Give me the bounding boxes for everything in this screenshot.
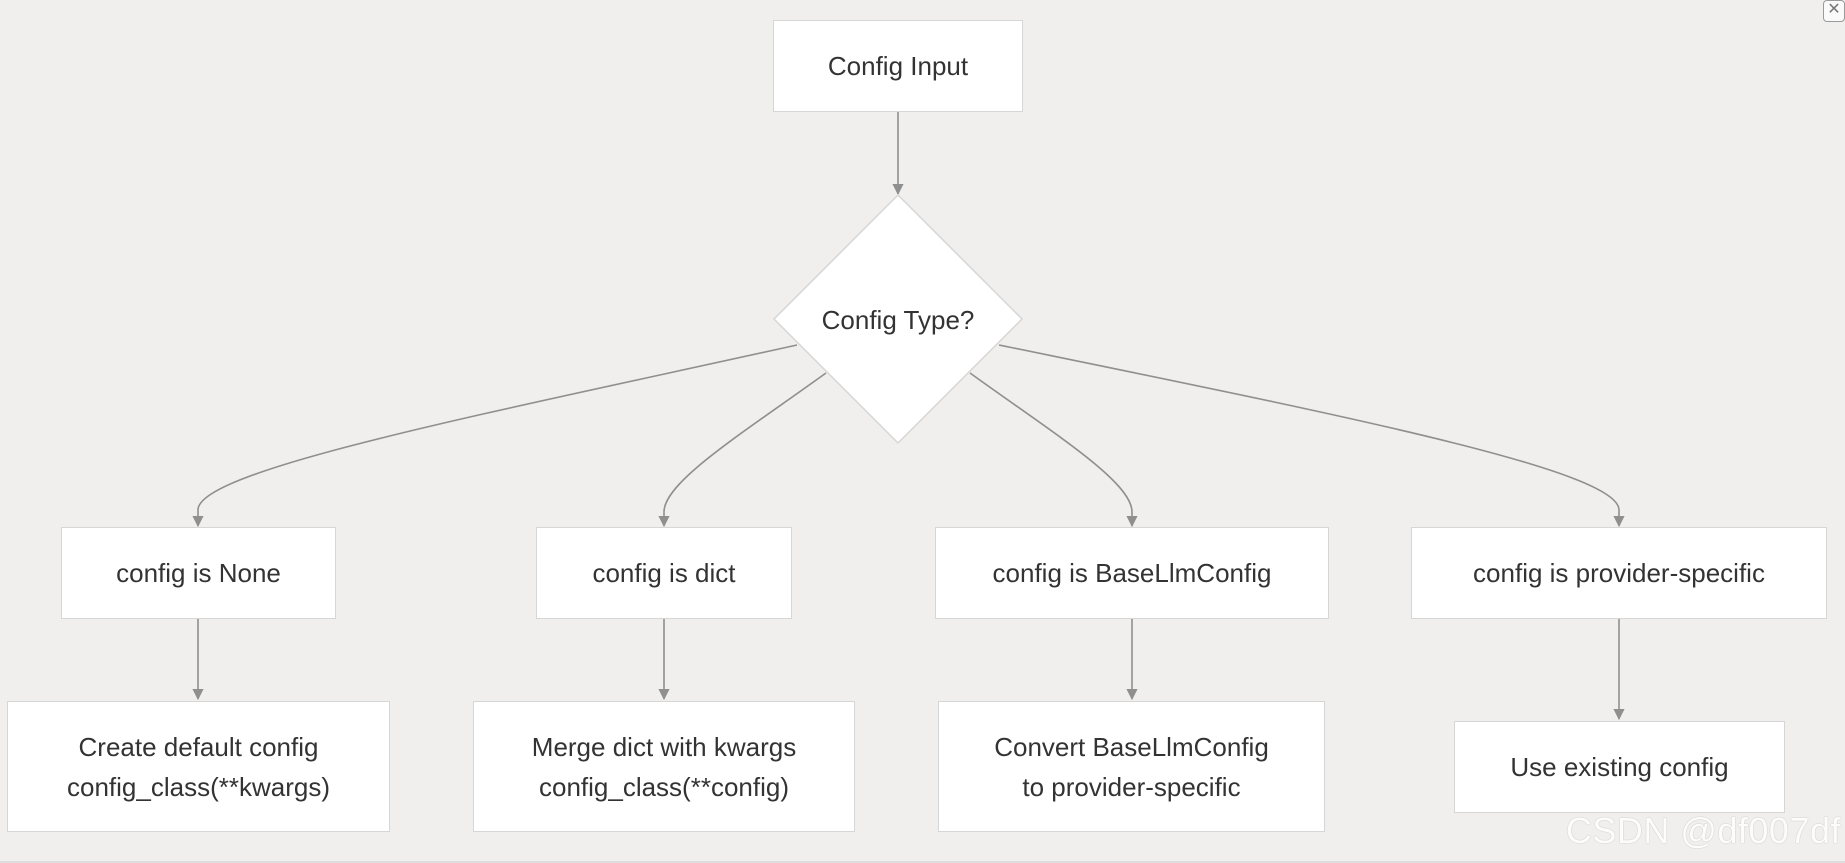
node-config-is-provider-specific: config is provider-specific (1411, 527, 1827, 619)
node-create-default-config: Create default config config_class(**kwa… (7, 701, 390, 832)
watermark: CSDN @df007df (1565, 810, 1841, 851)
node-config-input: Config Input (773, 20, 1023, 112)
config-type-diamond (772, 193, 1024, 445)
edge-type-to-none (192, 344, 798, 528)
node-config-is-basellmconfig: config is BaseLlmConfig (935, 527, 1329, 619)
node-label-line-2: config_class(**config) (538, 771, 789, 802)
edge-type-to-provider (998, 344, 1625, 528)
node-label-line-1: Convert BaseLlmConfig (994, 731, 1269, 762)
node-config-type: Config Type? (773, 260, 1023, 380)
node-use-existing-config: Use existing config (1454, 721, 1785, 813)
node-label: Config Input (827, 51, 969, 81)
node-label: config is None (116, 558, 281, 588)
node-label-line-2: config_class(**kwargs) (67, 771, 330, 802)
close-icon[interactable]: ✕ (1823, 0, 1845, 22)
node-label-line-1: Merge dict with kwargs (531, 731, 797, 762)
node-label: Config Type? (821, 304, 975, 335)
node-merge-dict-with-kwargs: Merge dict with kwargs config_class(**co… (473, 701, 855, 832)
node-label-line-1: Create default config (78, 731, 319, 762)
edge-type-to-dict (658, 372, 827, 528)
node-config-is-dict: config is dict (536, 527, 792, 619)
node-label-line-2: to provider-specific (1022, 771, 1241, 802)
edge-type-to-base (969, 372, 1138, 528)
node-label: config is BaseLlmConfig (992, 558, 1272, 588)
node-convert-basellmconfig: Convert BaseLlmConfig to provider-specif… (938, 701, 1325, 832)
bottom-divider (0, 861, 1845, 863)
node-config-is-none: config is None (61, 527, 336, 619)
node-label: Use existing config (1510, 752, 1729, 782)
node-label: config is provider-specific (1473, 558, 1765, 588)
node-label: config is dict (592, 558, 736, 588)
